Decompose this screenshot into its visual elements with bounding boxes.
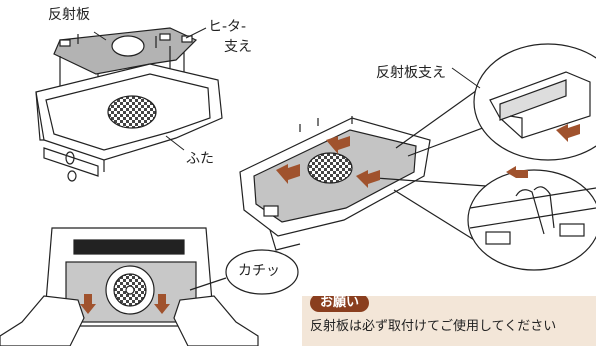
arrow-left-2 — [326, 136, 350, 154]
arrow-down-1 — [80, 294, 96, 314]
click-bubble — [225, 249, 299, 295]
assembled-tray-drawing — [239, 87, 501, 257]
label-reflector: 反射板 — [48, 7, 90, 23]
arrow-left-3 — [356, 170, 380, 188]
arrow-detail-1 — [556, 124, 580, 142]
label-reflector-support: 反射板支え — [376, 65, 446, 81]
installation-drawing — [0, 227, 259, 346]
arrow-detail-2 — [506, 166, 528, 178]
notice-badge: お願い — [310, 296, 370, 312]
arrow-down-2 — [154, 294, 170, 314]
notice-box: お願い 反射板は必ず取付けてご使用してください — [302, 296, 596, 346]
direction-arrows — [80, 124, 580, 314]
detail-reflector-support — [473, 43, 596, 161]
notice-text: 反射板は必ず取付けてご使用してください — [310, 319, 557, 334]
label-heater-support: ヒ-タ- — [208, 19, 247, 35]
label-lid: ふた — [186, 151, 214, 167]
exploded-view-drawing — [35, 27, 223, 182]
label-heater-support-2: 支え — [224, 39, 252, 55]
label-click: カチッ — [238, 263, 280, 279]
arrow-left-1 — [276, 164, 300, 184]
detail-clip — [467, 169, 596, 271]
